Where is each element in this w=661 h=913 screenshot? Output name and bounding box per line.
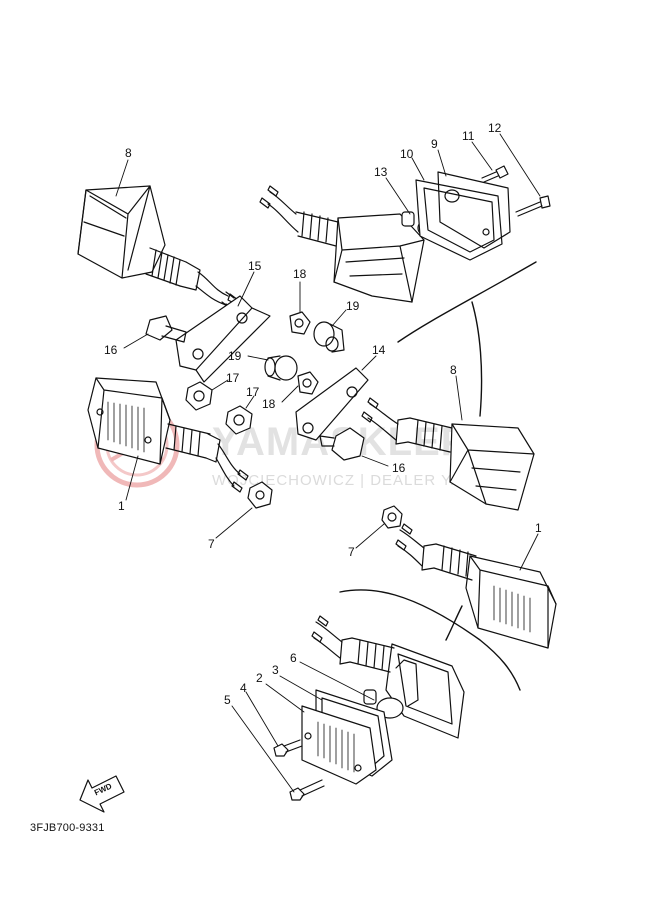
- bolt-16-lower: [319, 427, 365, 461]
- callout-10: 10: [400, 147, 414, 161]
- callout-16-lower: 16: [392, 461, 406, 475]
- flasher-housing-middle-right: [361, 397, 535, 511]
- nut-17-right: [225, 405, 253, 435]
- callout-18-lower: 18: [262, 397, 276, 411]
- callout-15: 15: [248, 259, 262, 273]
- screw-5: [289, 779, 325, 801]
- callout-19-upper: 19: [346, 299, 360, 313]
- callout-17-left: 17: [226, 371, 240, 385]
- callout-1-right: 1: [535, 521, 542, 535]
- flasher-assembly-lower-right: [381, 505, 557, 649]
- flasher-housing-lower-center: [311, 615, 465, 739]
- flasher-assembly-middle-left: [87, 377, 273, 509]
- callout-4: 4: [240, 681, 247, 695]
- callout-13: 13: [374, 165, 388, 179]
- flasher-housing-upper-left: [77, 185, 239, 315]
- callout-16-upper: 16: [104, 343, 118, 357]
- callout-7-right: 7: [348, 545, 355, 559]
- washer-18-lower: [297, 371, 319, 395]
- callout-7-left: 7: [208, 537, 215, 551]
- callout-14: 14: [372, 343, 386, 357]
- nut-17-left: [185, 381, 213, 411]
- bracket-14: [295, 367, 369, 441]
- screw-4: [273, 739, 303, 757]
- callout-5: 5: [224, 693, 231, 707]
- flasher-housing-upper-right: [259, 165, 551, 303]
- callout-9: 9: [431, 137, 438, 151]
- bracket-15: [175, 295, 271, 383]
- callout-2: 2: [256, 671, 263, 685]
- washer-18-upper: [289, 311, 311, 335]
- diagram-code: 3FJB700-9331: [30, 822, 105, 834]
- lens-2: [301, 705, 377, 785]
- bolt-16-upper: [145, 315, 187, 343]
- callout-18-upper: 18: [293, 267, 307, 281]
- watermark-subtext: WOJCIECHOWICZ | DEALER YAMAHA: [212, 472, 510, 489]
- grommet-19-upper: [313, 321, 345, 353]
- callout-11: 11: [462, 129, 475, 143]
- callout-17-right: 17: [246, 385, 260, 399]
- callout-6: 6: [290, 651, 297, 665]
- callout-8-upper: 8: [125, 146, 132, 160]
- callout-1-left: 1: [118, 499, 125, 513]
- callout-3: 3: [272, 663, 279, 677]
- callout-12: 12: [488, 121, 502, 135]
- callout-8-middle: 8: [450, 363, 457, 377]
- grommet-19-lower: [264, 355, 298, 381]
- callout-19-lower: 19: [228, 349, 242, 363]
- forward-arrow-icon: [79, 775, 125, 813]
